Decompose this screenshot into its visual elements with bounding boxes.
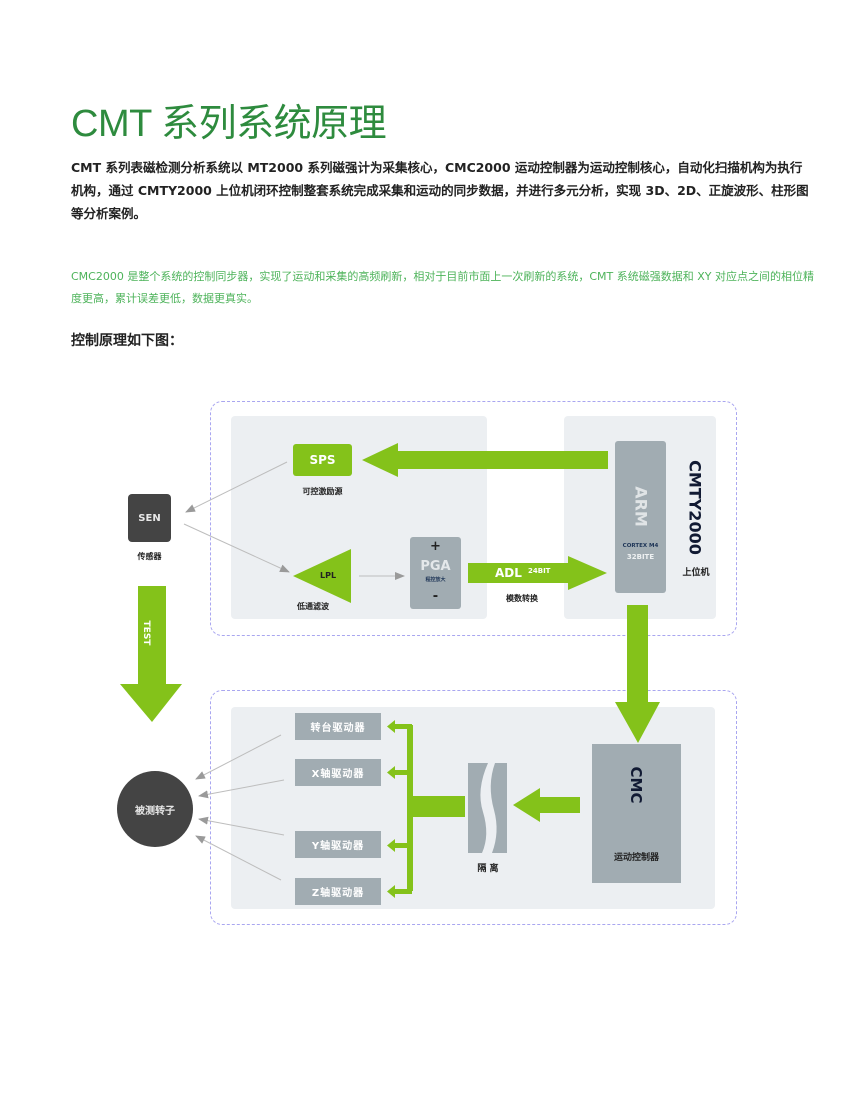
sps-label: SPS xyxy=(309,453,336,467)
sensor-caption: 传感器 xyxy=(137,552,162,561)
sensor-to-lpl-line xyxy=(183,523,290,573)
driver-label: X轴驱动器 xyxy=(311,769,365,780)
isolation-caption: 隔 离 xyxy=(477,864,499,874)
driver-x-axis: X轴驱动器 xyxy=(295,759,381,786)
test-arrow xyxy=(120,586,182,722)
adl-bits: 24BIT xyxy=(528,567,551,575)
y-axis-to-rotor-line xyxy=(198,816,285,836)
arm-bits: 32BITE xyxy=(626,553,655,561)
arm-to-sps-arrow xyxy=(362,443,608,477)
arm-label: ARM xyxy=(631,486,651,527)
turntable-to-rotor-line xyxy=(195,734,282,780)
sensor-block: SEN xyxy=(128,494,171,542)
diagram-subheading: 控制原理如下图： xyxy=(71,333,183,349)
sensor-label: SEN xyxy=(138,512,161,524)
cmc-label: CMC xyxy=(627,766,645,804)
pga-plus: + xyxy=(430,539,441,554)
rotor-label: 被测转子 xyxy=(135,805,175,817)
rotor-circle: 被测转子 xyxy=(117,771,193,847)
sps-block: SPS xyxy=(293,444,352,476)
driver-feed-arrows xyxy=(387,720,412,898)
lpl-label: LPL xyxy=(320,571,337,580)
intro-paragraph: CMT 系列表磁检测分析系统以 MT2000 系列磁强计为采集核心，CMC200… xyxy=(71,160,809,221)
pga-minus: - xyxy=(432,589,439,604)
page-title: CMT 系列系统原理 xyxy=(71,103,387,145)
isolation-left-plate xyxy=(468,763,488,853)
acquisition-group-border xyxy=(210,401,737,636)
pga-label: PGA xyxy=(420,559,451,574)
cmc-description-paragraph: CMC2000 是整个系统的控制同步器，实现了运动和采集的高频刷新，相对于目前市… xyxy=(71,270,814,305)
z-axis-to-rotor-line xyxy=(195,835,282,881)
driver-y-axis: Y轴驱动器 xyxy=(295,831,381,858)
cmc-caption: 运动控制器 xyxy=(613,853,659,863)
cmc-block: CMC 运动控制器 xyxy=(592,744,681,883)
bus-vertical-bar xyxy=(407,725,413,891)
cmty-caption: 上位机 xyxy=(682,568,710,578)
pga-sublabel: 程控放大 xyxy=(425,577,446,583)
adl-caption: 模数转换 xyxy=(506,594,538,603)
driver-label: Y轴驱动器 xyxy=(311,841,365,852)
pga-block: + PGA 程控放大 - xyxy=(410,537,461,609)
test-arrow-label: TEST xyxy=(141,620,151,646)
adl-label: ADL xyxy=(495,566,522,580)
motion-group-border xyxy=(210,690,737,925)
adl-to-arm-arrow xyxy=(468,556,607,590)
driver-label: 转台驱动器 xyxy=(310,723,366,734)
lpl-triangle xyxy=(293,549,351,603)
sps-caption: 可控激励源 xyxy=(302,487,343,496)
arm-block: ARM CORTEX M4 32BITE xyxy=(615,441,666,593)
sps-to-sensor-line xyxy=(185,461,288,513)
arm-core: CORTEX M4 xyxy=(622,543,659,549)
isolation-to-bus-bar xyxy=(408,796,465,817)
isolation-right-plate xyxy=(490,763,507,853)
cmc-to-isolation-arrow xyxy=(513,788,580,822)
host-to-cmc-arrow xyxy=(615,605,660,743)
lpl-caption: 低通滤波 xyxy=(297,602,329,611)
driver-turntable: 转台驱动器 xyxy=(295,713,381,740)
x-axis-to-rotor-line xyxy=(198,779,285,799)
cmty-label: CMTY2000 xyxy=(685,460,705,555)
driver-label: Z轴驱动器 xyxy=(311,888,365,899)
driver-z-axis: Z轴驱动器 xyxy=(295,878,381,905)
